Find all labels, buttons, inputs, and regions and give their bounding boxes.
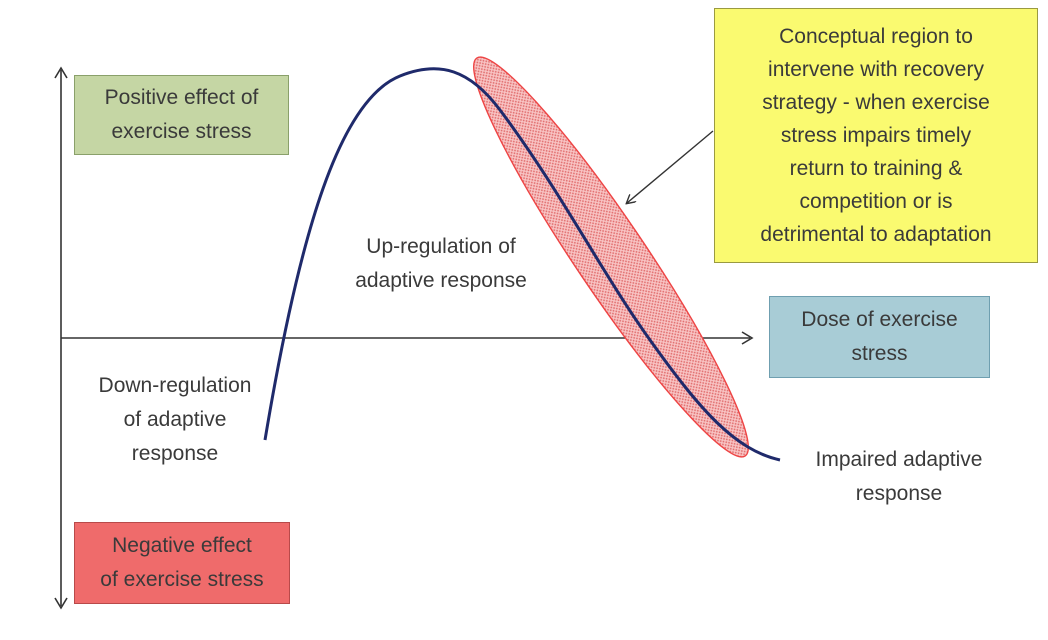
dose-response-curve xyxy=(263,67,781,462)
impaired-response-label: Impaired adaptive response xyxy=(815,448,983,505)
negative-effect-label: Negative effect of exercise stress xyxy=(100,534,264,591)
callout-text: Conceptual region to intervene with reco… xyxy=(760,25,992,246)
dose-of-exercise-stress-box: Dose of exercise stress xyxy=(769,296,990,378)
up-regulation-label: Up-regulation of adaptive response xyxy=(355,235,527,292)
intervention-region-ellipse xyxy=(472,56,750,458)
dose-label: Dose of exercise stress xyxy=(801,308,958,365)
vertical-axis-bottom-arrow xyxy=(54,597,68,610)
negative-effect-box: Negative effect of exercise stress xyxy=(74,522,290,604)
positive-effect-label: Positive effect of exercise stress xyxy=(104,86,259,143)
positive-effect-box: Positive effect of exercise stress xyxy=(74,75,289,155)
intervention-callout-box: Conceptual region to intervene with reco… xyxy=(714,8,1038,263)
vertical-axis-top-arrow xyxy=(54,66,68,79)
callout-arrow xyxy=(627,130,714,203)
down-regulation-label: Down-regulation of adaptive response xyxy=(98,374,252,465)
horizontal-axis-arrow xyxy=(741,331,754,345)
